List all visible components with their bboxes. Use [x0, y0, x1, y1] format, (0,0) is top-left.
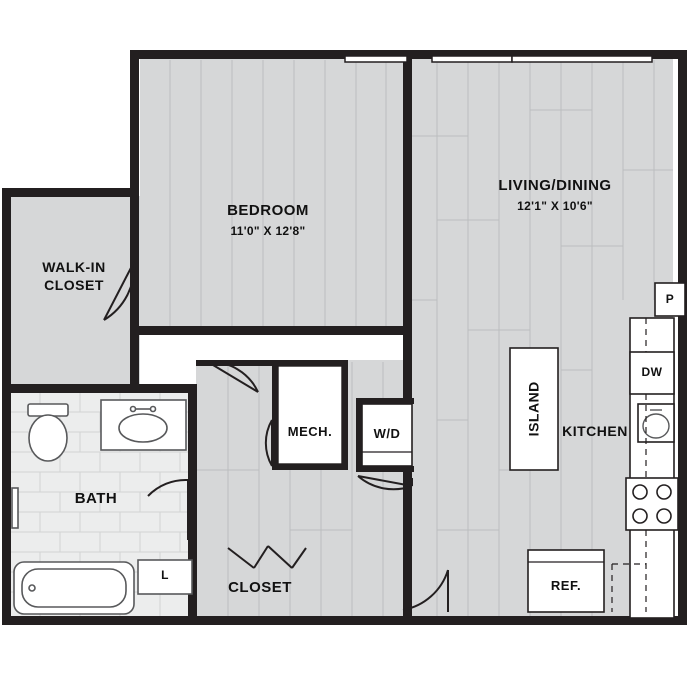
door-closet-left-a [227, 547, 255, 569]
window-living-top-left [431, 55, 513, 63]
wall-exterior-bottom-right [405, 616, 687, 625]
bath-fixtures [11, 399, 193, 615]
kitchen-island [509, 347, 559, 471]
wall-bath-right [188, 392, 197, 624]
bathtub-inner [21, 568, 127, 608]
door-closet-left-b [253, 545, 269, 569]
wall-exterior-right [678, 50, 687, 625]
door-bedroom-swing [103, 261, 136, 321]
wall-bedroom-top [130, 50, 412, 59]
burner-1 [632, 484, 648, 500]
bathtub-drain [28, 584, 36, 592]
wall-hall-top-left [196, 360, 274, 366]
wall-bedroom-bottom [130, 326, 280, 335]
wall-living-left-upper [403, 50, 412, 335]
windows [344, 55, 653, 63]
burner-4 [656, 508, 672, 524]
linen-closet [137, 559, 193, 595]
wall-exterior-top-right [405, 50, 687, 59]
room-fills [10, 58, 673, 618]
kitchen-fixtures [509, 282, 686, 619]
toilet-bowl [28, 414, 68, 462]
faucet-knob-left [129, 405, 137, 413]
wall-bedroom-bottom-2 [280, 326, 412, 335]
sink-basin [118, 413, 168, 443]
wall-hall-right [403, 335, 412, 625]
washer-dryer-unit [361, 403, 413, 467]
wall-wd-top [356, 398, 414, 404]
wall-mech-right [342, 360, 348, 470]
mechanical-unit [277, 365, 343, 465]
walk-in-closet-floor [10, 196, 140, 392]
bedroom-floor [140, 58, 405, 328]
doors [103, 261, 449, 612]
wall-walkin-top [2, 188, 139, 197]
burner-3 [632, 508, 648, 524]
wall-wd-left [356, 398, 362, 472]
burner-2 [656, 484, 672, 500]
wall-exterior-left [2, 188, 11, 624]
wall-bedroom-left-upper [130, 50, 139, 196]
wall-mech-left [272, 360, 278, 470]
door-wd-swing [357, 475, 413, 491]
door-closet-right-b [291, 547, 307, 569]
floorboard-lines [169, 60, 673, 616]
door-wd-leaf2 [357, 475, 413, 487]
walls [2, 50, 687, 625]
door-mech-swing [264, 419, 273, 467]
wall-bedroom-left-lower [130, 196, 139, 393]
wall-wd-bottom [356, 466, 414, 472]
door-bedroom-leaf [103, 261, 135, 321]
kitchen-sink-basin [642, 413, 670, 439]
pantry-cabinet [654, 282, 686, 317]
wall-exterior-bottom-hall [188, 616, 412, 625]
door-bath-swing [147, 478, 189, 497]
towel-bar [11, 487, 19, 529]
wall-bath-top [2, 384, 197, 393]
washer-dryer [361, 403, 413, 467]
door-closet-right-a [267, 545, 293, 569]
door-hall-bedroom-swing [207, 360, 259, 393]
refrigerator [527, 549, 605, 613]
window-living-top-right [511, 55, 653, 63]
wall-exterior-bottom-left [2, 616, 197, 625]
door-hall-bedroom-leaf [207, 361, 259, 393]
wall-mech-bottom [272, 464, 348, 470]
dishwasher [629, 351, 675, 395]
window-bedroom-top [344, 55, 408, 63]
upper-cabinets [611, 318, 647, 612]
range [625, 477, 679, 531]
faucet-knob-right [149, 405, 157, 413]
door-entry-swing [402, 569, 449, 611]
wall-mech-top [272, 360, 348, 366]
